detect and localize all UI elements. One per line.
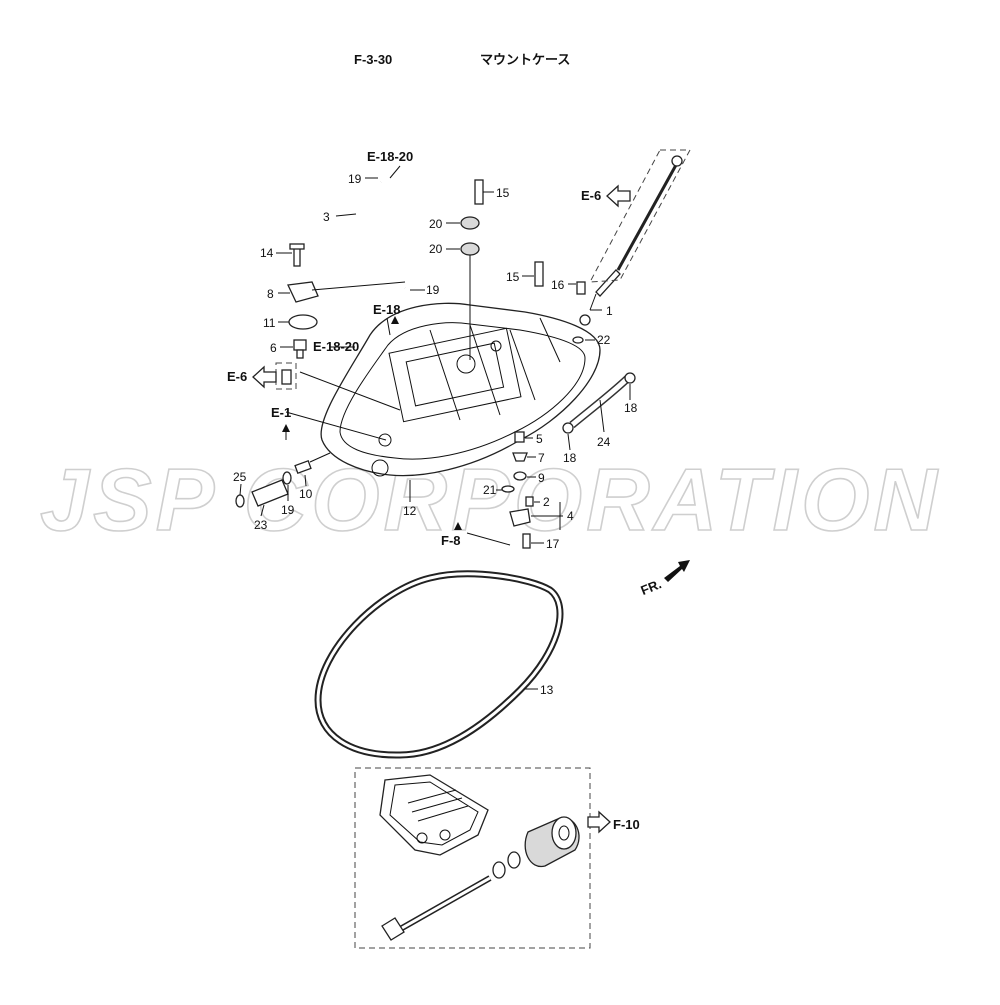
ref-e6-left[interactable]: E-6 bbox=[227, 369, 247, 384]
part-number: 24 bbox=[597, 435, 611, 449]
part-number: 9 bbox=[538, 471, 545, 485]
dipstick bbox=[616, 155, 683, 271]
part-number: 3 bbox=[323, 210, 330, 224]
o-ring-22 bbox=[572, 336, 584, 344]
arrow-e6-left bbox=[252, 365, 277, 389]
bolt-17 bbox=[522, 533, 531, 549]
arrow-front bbox=[664, 560, 690, 582]
part-number: 19 bbox=[348, 172, 362, 186]
diagram-code: F-3-30 bbox=[354, 52, 392, 67]
part-number: 15 bbox=[496, 186, 510, 200]
thermostat-cover-8 bbox=[287, 281, 319, 303]
part-number: 2 bbox=[543, 495, 550, 509]
part-number: 22 bbox=[597, 333, 611, 347]
part-number: 1 bbox=[606, 304, 613, 318]
part-number: 21 bbox=[483, 483, 497, 497]
plug-5 bbox=[514, 431, 525, 443]
front-direction-label: FR. bbox=[638, 576, 663, 598]
part-number: 19 bbox=[281, 503, 295, 517]
part-number: 7 bbox=[538, 451, 545, 465]
through-bolt bbox=[381, 875, 492, 941]
arrow-f10 bbox=[587, 810, 611, 834]
diagram-title: マウントケース bbox=[480, 52, 570, 67]
watermark-text: JSP CORPORATION bbox=[40, 450, 941, 549]
fitting-6 bbox=[293, 339, 307, 359]
screw-2 bbox=[525, 496, 534, 507]
part-number: 8 bbox=[267, 287, 274, 301]
stud-bolt-15a bbox=[474, 179, 484, 205]
part-number: 14 bbox=[260, 246, 274, 260]
clamp-18a bbox=[624, 372, 636, 384]
part-number: 18 bbox=[563, 451, 577, 465]
o-ring-21 bbox=[501, 485, 515, 493]
washer-9 bbox=[513, 471, 527, 481]
part-number: 12 bbox=[403, 504, 417, 518]
part-number: 6 bbox=[270, 341, 277, 355]
mount-case-housing bbox=[320, 302, 601, 477]
oil-seal-20a bbox=[460, 216, 480, 230]
part-number: 15 bbox=[506, 270, 520, 284]
part-number: 16 bbox=[551, 278, 565, 292]
dipstick-guide-1 bbox=[579, 269, 621, 326]
stud-bolt-15b bbox=[534, 261, 544, 287]
part-number: 20 bbox=[429, 217, 443, 231]
clamp-18b bbox=[562, 422, 574, 434]
ref-e6-right[interactable]: E-6 bbox=[581, 188, 601, 203]
part-number: 18 bbox=[624, 401, 638, 415]
gasket-11 bbox=[288, 314, 318, 330]
ref-e18-20-mid[interactable]: E-18-20 bbox=[313, 339, 359, 354]
part-number: 17 bbox=[546, 537, 560, 551]
part-number: 11 bbox=[263, 316, 276, 330]
part-number: 23 bbox=[254, 518, 268, 532]
screw-7 bbox=[512, 452, 528, 462]
arrow-e6-right bbox=[606, 184, 631, 208]
leader-lines bbox=[239, 165, 631, 690]
clamp-19c bbox=[282, 471, 292, 485]
part-number: 13 bbox=[540, 683, 554, 697]
part-number: 19 bbox=[426, 283, 440, 297]
ref-e1[interactable]: E-1 bbox=[271, 405, 291, 420]
ref-f10[interactable]: F-10 bbox=[613, 817, 640, 832]
bracket-4 bbox=[509, 508, 531, 527]
hose-3 bbox=[321, 181, 406, 289]
bolt-16 bbox=[576, 281, 586, 295]
mount-plate bbox=[379, 774, 489, 856]
rubber-mount bbox=[524, 816, 580, 868]
washer-lower bbox=[492, 861, 506, 879]
fitting-10 bbox=[294, 452, 331, 474]
part-number: 5 bbox=[536, 432, 543, 446]
ref-e18-20-top[interactable]: E-18-20 bbox=[367, 149, 413, 164]
oil-seal-20b bbox=[460, 242, 480, 256]
mount-case-gasket-13 bbox=[314, 570, 564, 759]
arrow-e1 bbox=[282, 424, 290, 432]
sensor-e6 bbox=[281, 369, 292, 385]
part-number: 4 bbox=[567, 509, 574, 523]
part-number: 10 bbox=[299, 487, 313, 501]
washer-upper bbox=[507, 851, 521, 869]
clip-25 bbox=[235, 494, 245, 508]
ref-e18[interactable]: E-18 bbox=[373, 302, 400, 317]
bolt-14 bbox=[289, 243, 305, 267]
arrow-e18 bbox=[391, 316, 399, 324]
part-number: 25 bbox=[233, 470, 247, 484]
part-number: 20 bbox=[429, 242, 443, 256]
arrow-f8 bbox=[454, 522, 462, 530]
ref-f8[interactable]: F-8 bbox=[441, 533, 461, 548]
